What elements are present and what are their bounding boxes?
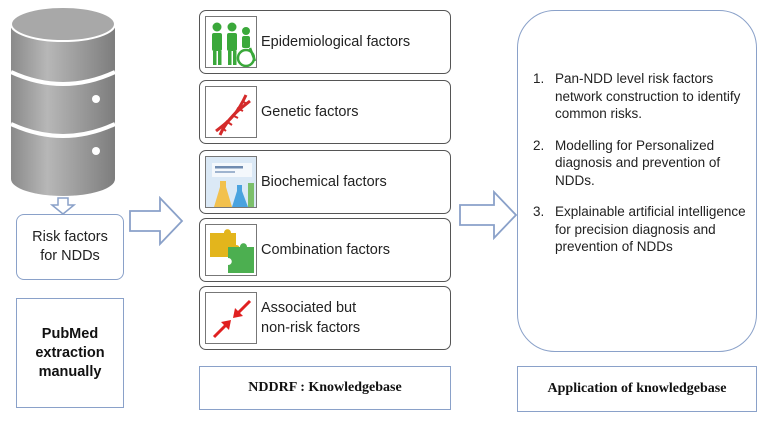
risk-box-line: Risk factors [32,229,108,245]
factor-label-line: Epidemiological factors [261,34,411,50]
factor-genetic: Genetic factors [199,80,451,144]
pubmed-line: PubMed [41,325,99,342]
knowledgebase-label: NDDRF : Knowledgebase [248,380,402,395]
factor-associated: Associated but non-risk factors [199,286,451,350]
factor-epidemiological: Epidemiological factors [199,10,451,74]
risk-factors-box: Risk factors for NDDs [16,214,124,280]
item-number: 2. [533,137,545,153]
item-number: 1. [533,71,545,86]
applications-list: 1. Pan-NDD level risk factors network co… [533,70,748,270]
item-number: 3. [533,204,545,219]
factor-label: Associated but non-risk factors [261,298,360,338]
factor-label-line: Genetic factors [261,104,359,120]
application-label: Application of knowledgebase [547,381,727,396]
pubmed-extraction-box: PubMed extraction manually [16,298,124,408]
factor-label-line: Associated but [261,300,357,316]
item-text: Modelling for Personalized diagnosis and… [555,137,721,188]
database-icon [10,6,116,196]
factor-label: Biochemical factors [261,172,387,192]
risk-box-line: for NDDs [40,248,100,264]
factor-label: Genetic factors [261,102,359,122]
factor-label: Combination factors [261,240,390,260]
people-wheelchair-icon [205,16,257,68]
factor-label-line: Biochemical factors [261,174,387,190]
converging-arrows-icon [205,292,257,344]
pubmed-line: manually [38,363,102,380]
list-item: 1. Pan-NDD level risk factors network co… [533,70,748,123]
item-text: Pan-NDD level risk factors network const… [555,71,741,121]
factor-combination: Combination factors [199,218,451,282]
right-arrow-icon [459,190,518,240]
factor-biochemical: Biochemical factors [199,150,451,214]
down-arrow-icon [50,197,76,215]
lab-flasks-icon [205,156,257,208]
dna-helix-icon [205,86,257,138]
list-item: 3. Explainable artificial intelligence f… [533,203,748,256]
factor-label-line: Combination factors [261,242,390,258]
pubmed-line: extraction [35,344,105,361]
factor-label-line: non-risk factors [261,320,361,336]
factor-label: Epidemiological factors [261,32,410,52]
applications-panel [517,10,757,352]
item-text: Explainable artificial intelligence for … [555,204,746,254]
puzzle-pieces-icon [205,224,257,276]
right-arrow-icon [129,196,184,246]
application-label-box: Application of knowledgebase [517,366,757,412]
list-item: 2. Modelling for Personalized diagnosis … [533,137,748,190]
knowledgebase-label-box: NDDRF : Knowledgebase [199,366,451,410]
